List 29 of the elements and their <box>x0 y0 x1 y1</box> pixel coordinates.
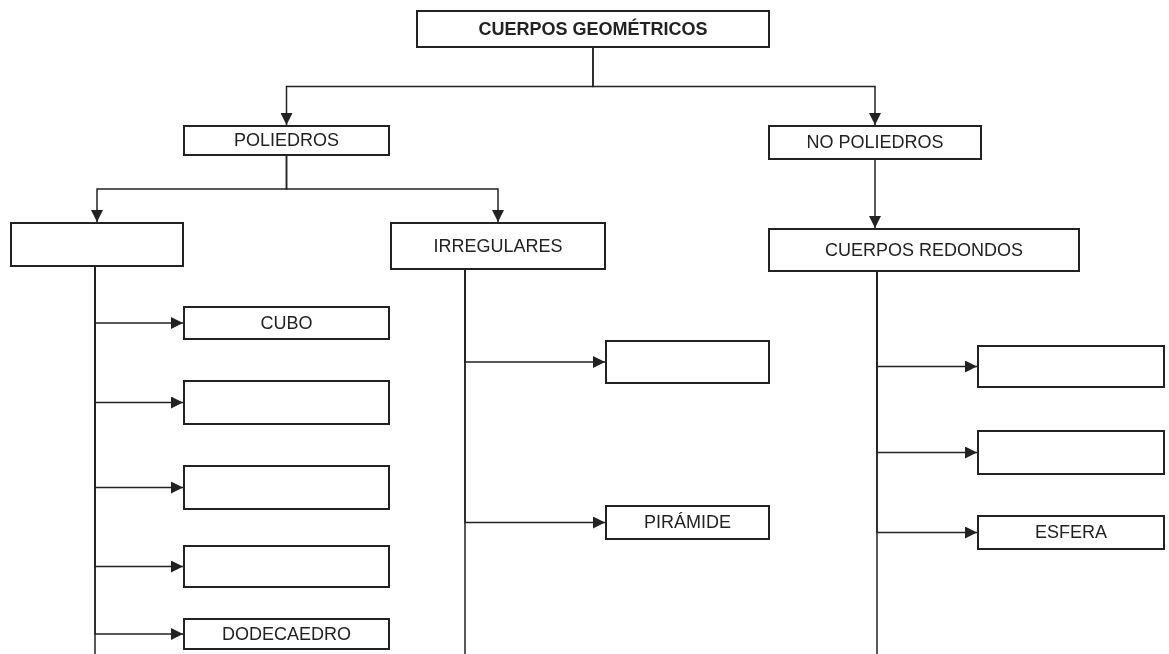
concept-label: ESFERA <box>1035 522 1107 543</box>
concept-box <box>605 505 770 540</box>
answer-box <box>10 222 184 267</box>
concept-box <box>768 125 982 160</box>
arrow <box>464 269 606 529</box>
answer-box <box>183 380 390 425</box>
concept-box <box>183 125 390 156</box>
concept-label: CUERPOS GEOMÉTRICOS <box>478 18 708 40</box>
answer-box <box>605 340 770 384</box>
arrow <box>285 155 504 223</box>
concept-box <box>390 222 606 270</box>
arrow <box>869 159 881 229</box>
concept-label: POLIEDROS <box>234 130 339 151</box>
answer-box <box>183 545 390 588</box>
concept-box <box>183 618 390 650</box>
concept-label: CUBO <box>260 312 313 334</box>
concept-box <box>768 228 1080 272</box>
concept-box <box>416 10 770 48</box>
concept-label: PIRÁMIDE <box>644 512 731 533</box>
concept-label: DODECAEDRO <box>222 623 351 645</box>
answer-box <box>977 345 1165 388</box>
concept-label: IRREGULARES <box>433 235 563 257</box>
answer-box <box>183 465 390 510</box>
concept-box <box>183 306 390 340</box>
answer-box <box>977 430 1165 475</box>
concept-label: NO POLIEDROS <box>806 132 944 153</box>
concept-box <box>977 515 1165 550</box>
arrow <box>592 47 881 126</box>
concept-label: CUERPOS REDONDOS <box>825 239 1023 261</box>
